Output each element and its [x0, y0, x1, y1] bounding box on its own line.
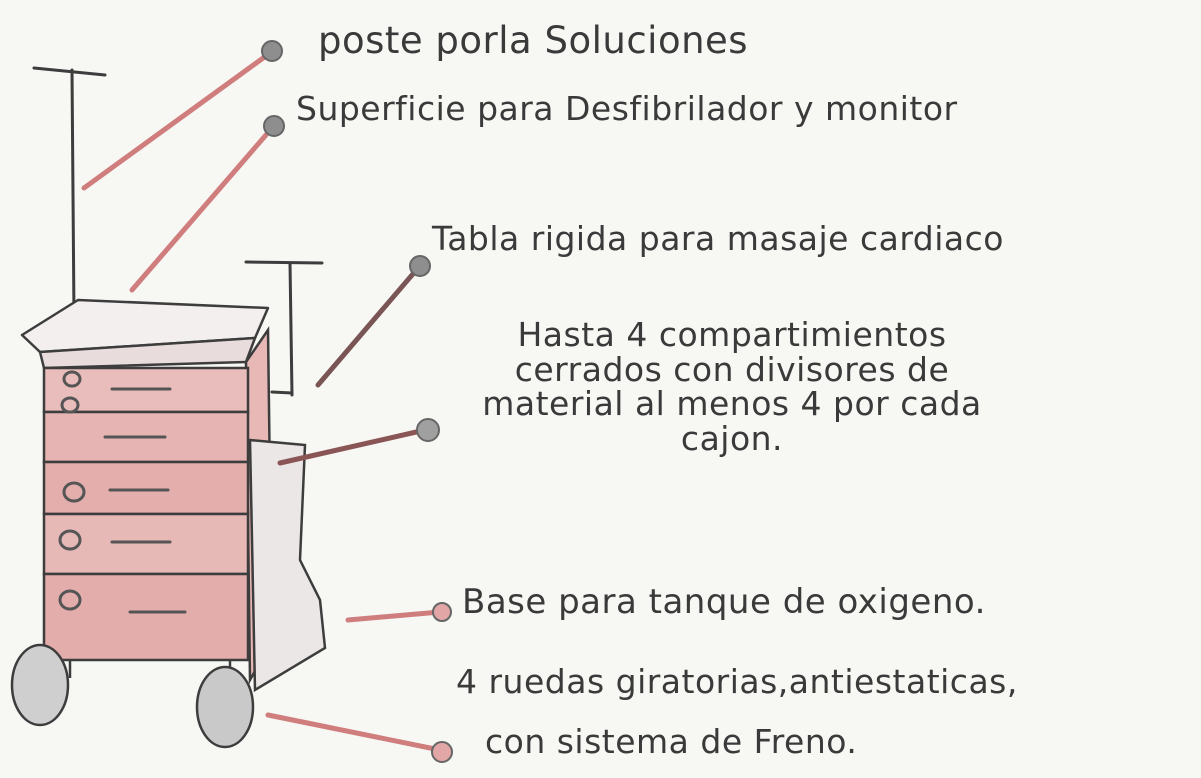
label-compartments-line-3: material al menos 4 por cada [482, 384, 982, 424]
label-oxygen-base: Base para tanque de oxigeno. [462, 582, 986, 622]
label-surface: Superficie para Desfibrilador y monitor [296, 89, 958, 128]
label-iv-pole: poste porla Soluciones [318, 19, 749, 62]
drawer-handles [58, 370, 187, 614]
cart-body [42, 326, 327, 693]
label-compartments: Hasta 4 compartimientos cerrados con div… [432, 315, 1032, 458]
iv-pole [32, 66, 324, 397]
label-wheels-line-2: con sistema de Freno. [485, 722, 858, 761]
label-cpr-board: Tabla rigida para masaje cardiaco [432, 219, 1004, 258]
leader-knobs [261, 40, 453, 763]
top-surface [20, 298, 270, 370]
label-compartments-line-1: Hasta 4 compartimientos [517, 315, 947, 354]
wheels [10, 643, 255, 749]
label-compartments-line-2: cerrados con divisores de [514, 349, 950, 389]
label-wheels-line-1: 4 ruedas giratorias,antiestaticas, [456, 662, 1018, 701]
leader-lines [81, 50, 443, 753]
label-compartments-line-4: cajon. [680, 418, 784, 458]
